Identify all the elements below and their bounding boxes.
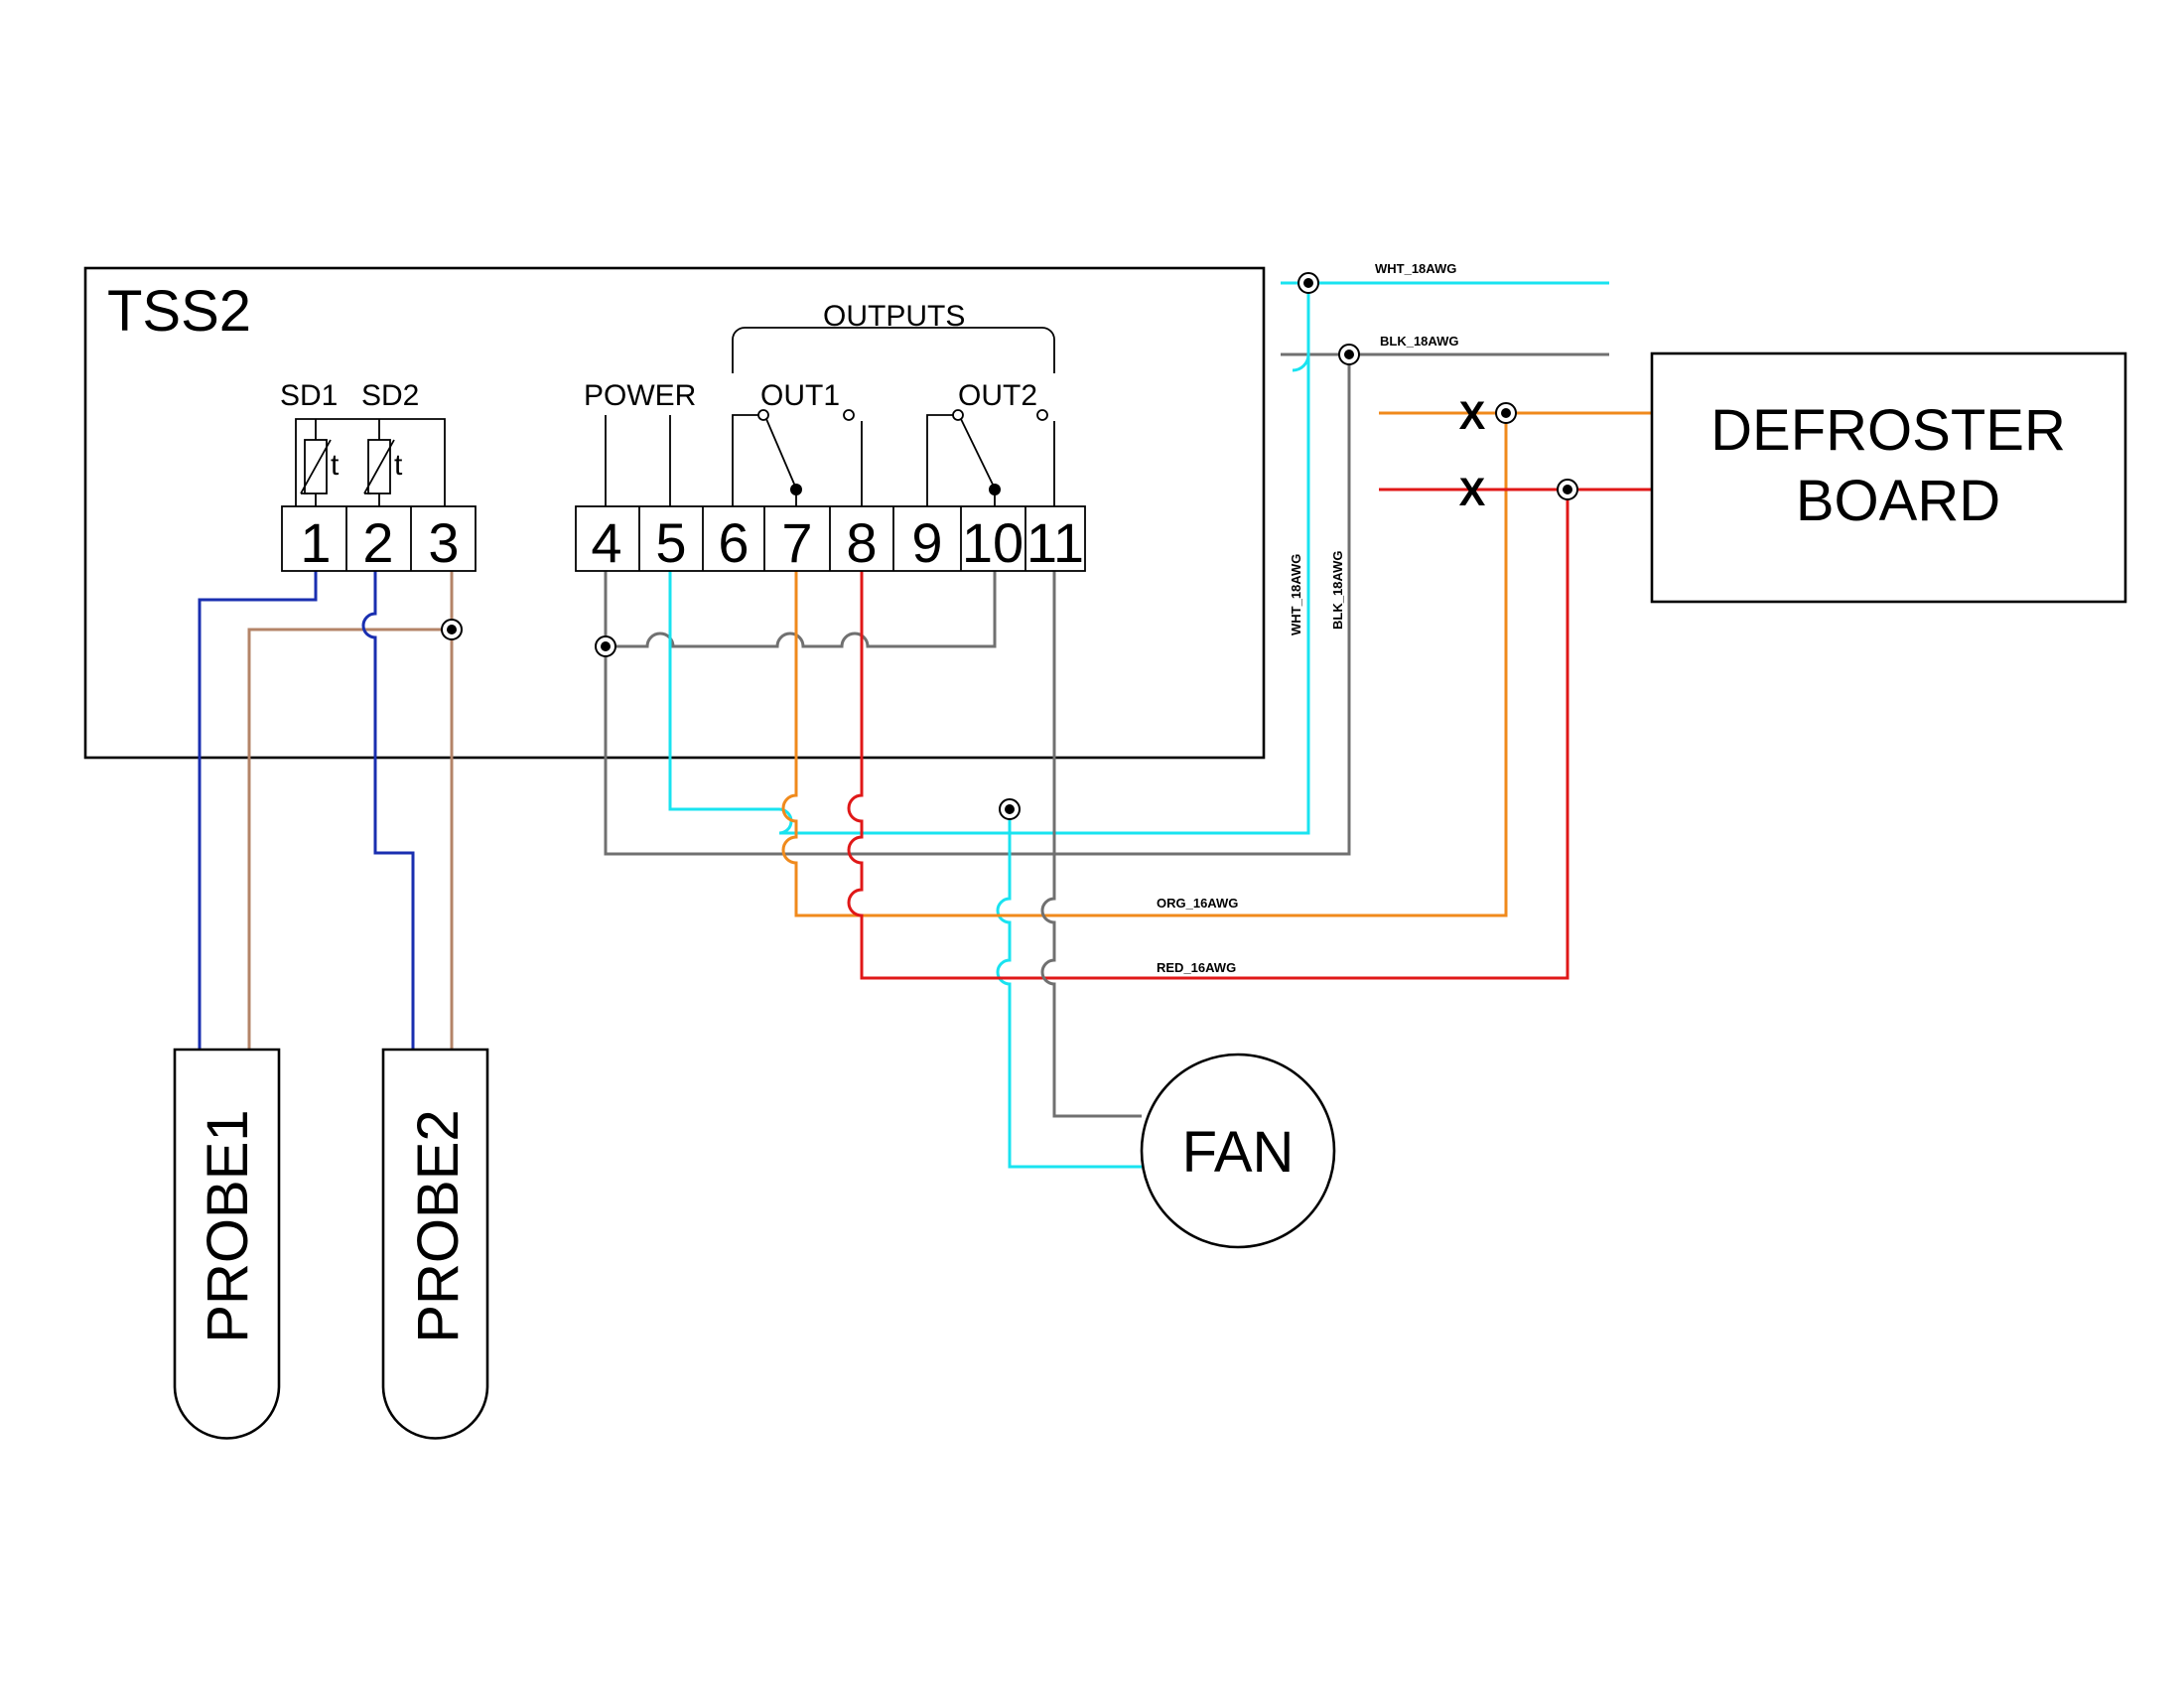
- cut-mark-red: X: [1459, 471, 1486, 514]
- terminal-6: 6: [718, 511, 749, 574]
- label-power: POWER: [584, 379, 696, 412]
- sensor-common-lines: [295, 418, 446, 506]
- wire-wht-hop: [1292, 353, 1310, 372]
- wire-red: [847, 490, 1570, 980]
- terminal-2: 2: [362, 511, 393, 574]
- terminal-8: 8: [846, 511, 877, 574]
- controller-title: TSS2: [107, 279, 251, 344]
- relay-out1: [732, 409, 863, 506]
- label-out1: OUT1: [760, 379, 840, 412]
- label-sd2: SD2: [361, 379, 419, 412]
- wire-probe1-blue: [198, 571, 318, 1050]
- thermistor-sd1: [300, 439, 332, 494]
- terminal-9: 9: [911, 511, 942, 574]
- label-outputs: OUTPUTS: [823, 300, 965, 333]
- terminal-block-outputs: [575, 505, 1086, 572]
- junction-dots: [441, 272, 1578, 820]
- wire-blk-neutral: [604, 354, 1351, 856]
- defroster-label-line1: DEFROSTER: [1710, 398, 2066, 463]
- junction-wht-main: [999, 798, 1021, 820]
- wire-wht-t5: [668, 283, 1310, 835]
- wire-wht-fan: [996, 809, 1142, 1169]
- terminal-4: 4: [591, 511, 621, 574]
- junction-red: [1557, 479, 1578, 500]
- relay-out2: [926, 409, 1055, 506]
- terminal-7: 7: [781, 511, 812, 574]
- label-out2: OUT2: [958, 379, 1037, 412]
- terminal-10: 10: [962, 511, 1024, 574]
- probe2-body: [381, 1048, 489, 1440]
- wire-label-wht-top: WHT_18AWG: [1375, 261, 1456, 276]
- junction-org: [1495, 402, 1517, 424]
- junction-probe-common: [441, 619, 463, 640]
- probe2-label: PROBE2: [406, 1109, 471, 1342]
- wire-label-blk-top: BLK_18AWG: [1380, 334, 1458, 349]
- wire-label-blk-vertical: BLK_18AWG: [1330, 551, 1345, 630]
- controller-box: [83, 266, 1266, 760]
- wire-probe2-blue: [361, 571, 415, 1050]
- junction-blk-top: [1338, 344, 1360, 365]
- terminal-1: 1: [300, 511, 331, 574]
- outputs-bracket: [732, 327, 1055, 373]
- terminal-3: 3: [428, 511, 459, 574]
- defroster-board-box: [1650, 352, 2127, 604]
- label-sd1: SD1: [280, 379, 338, 412]
- probe1-label: PROBE1: [196, 1109, 260, 1342]
- wire-blk-bus: [606, 571, 997, 648]
- wire-fan-return: [1040, 571, 1142, 1118]
- junction-t4: [595, 635, 616, 657]
- junction-wht-top: [1297, 272, 1319, 294]
- cut-mark-org: X: [1459, 394, 1486, 438]
- thermistor-sd1-symbol: t: [331, 449, 340, 482]
- wire-label-red: RED_16AWG: [1157, 960, 1236, 975]
- wire-label-org: ORG_16AWG: [1157, 896, 1238, 911]
- terminal-11: 11: [1026, 511, 1084, 574]
- fan-circle: [1140, 1053, 1336, 1249]
- wires: [198, 281, 1652, 1169]
- probe1-body: [173, 1048, 281, 1440]
- power-leads: [605, 415, 671, 506]
- terminal-5: 5: [655, 511, 686, 574]
- wire-org: [781, 413, 1508, 917]
- thermistor-sd2-symbol: t: [394, 449, 403, 482]
- wire-probe1-brown: [247, 628, 452, 1050]
- wire-label-wht-vertical: WHT_18AWG: [1289, 554, 1303, 635]
- terminal-block-inputs: [281, 505, 477, 572]
- defroster-label-line2: BOARD: [1796, 469, 2000, 533]
- thermistor-sd2: [363, 439, 395, 494]
- fan-label: FAN: [1182, 1120, 1295, 1185]
